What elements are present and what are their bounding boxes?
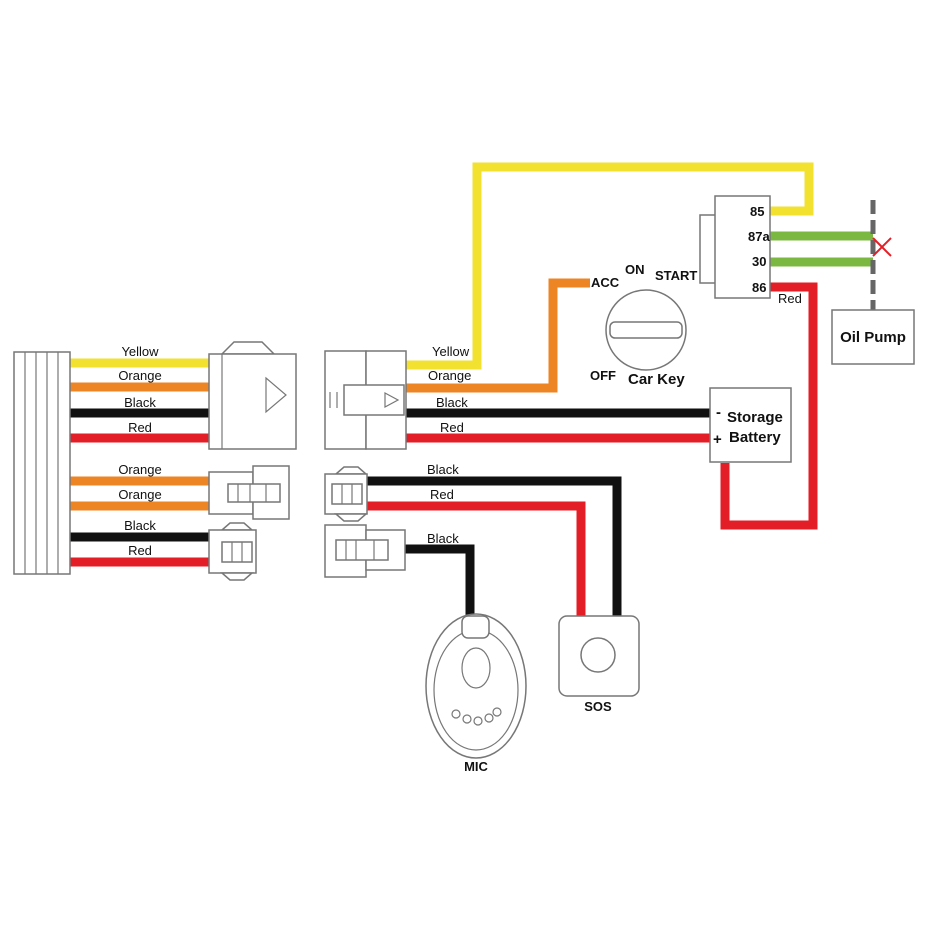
wire-orange-to-acc [405,278,590,393]
wire-black-to-sos [367,476,622,616]
mic: MIC [425,613,527,774]
sos-label: SOS [584,699,612,714]
battery-label-line1: Storage [727,409,783,426]
oil-pump: Oil Pump [831,309,915,365]
car-key: ACC ON START OFF Car Key [590,262,697,388]
relay-pin-label: 30 [752,254,766,269]
wire-red-battery-to-relay [720,282,818,530]
right-wire-labels: Yellow Orange Black Red Black Red Black [427,344,471,546]
harness-labels: Yellow Orange Black Red Orange Orange Bl… [118,344,161,558]
microphone-icon [425,613,527,759]
key-position-start: START [655,268,697,283]
relay: 85 87a 30 86 Red [699,195,802,306]
wire-label: Red [440,420,464,435]
relay-pin-label: 86 [752,280,766,295]
sos-button: SOS [558,615,640,714]
mic-label: MIC [464,759,488,774]
wire-label: Orange [428,368,471,383]
harness-label: Yellow [121,344,159,359]
harness-label: Black [124,395,156,410]
harness-label: Orange [118,368,161,383]
harness-label: Red [128,420,152,435]
wire-black-to-mic [405,544,475,616]
key-position-acc: ACC [591,275,620,290]
battery-label-line2: Battery [729,429,781,446]
oil-pump-label: Oil Pump [840,329,906,346]
relay-pin-label: 85 [750,204,764,219]
harness-label: Black [124,518,156,533]
key-position-on: ON [625,262,645,277]
oil-pump-line [870,200,892,310]
wire-label: Black [427,462,459,477]
car-key-label: Car Key [628,371,685,388]
relay-pin-label: 87a [748,229,770,244]
wire-yellow-to-relay [405,162,814,370]
wire-label: Black [427,531,459,546]
main-connector-female [324,350,407,450]
storage-battery: - + Storage Battery [709,387,792,463]
sos-connector-female [324,466,368,522]
key-position-off: OFF [590,368,616,383]
battery-plus: + [713,431,722,448]
orange-connector-male [208,465,290,520]
harness-label: Orange [118,487,161,502]
battery-minus: - [716,404,721,421]
relay-wire-label: Red [778,291,802,306]
main-connector-male [208,341,297,450]
cut-mark-icon [872,237,892,257]
wire-label: Yellow [432,344,470,359]
harness-label: Red [128,543,152,558]
wire-label: Red [430,487,454,502]
wires [70,162,873,616]
wire-label: Black [436,395,468,410]
wire-red-to-sos [367,501,586,616]
power-connector-male [208,522,257,581]
sos-button-icon [580,637,616,673]
mic-connector-female [324,524,406,578]
harness-label: Orange [118,462,161,477]
harness-bundle [13,351,71,575]
